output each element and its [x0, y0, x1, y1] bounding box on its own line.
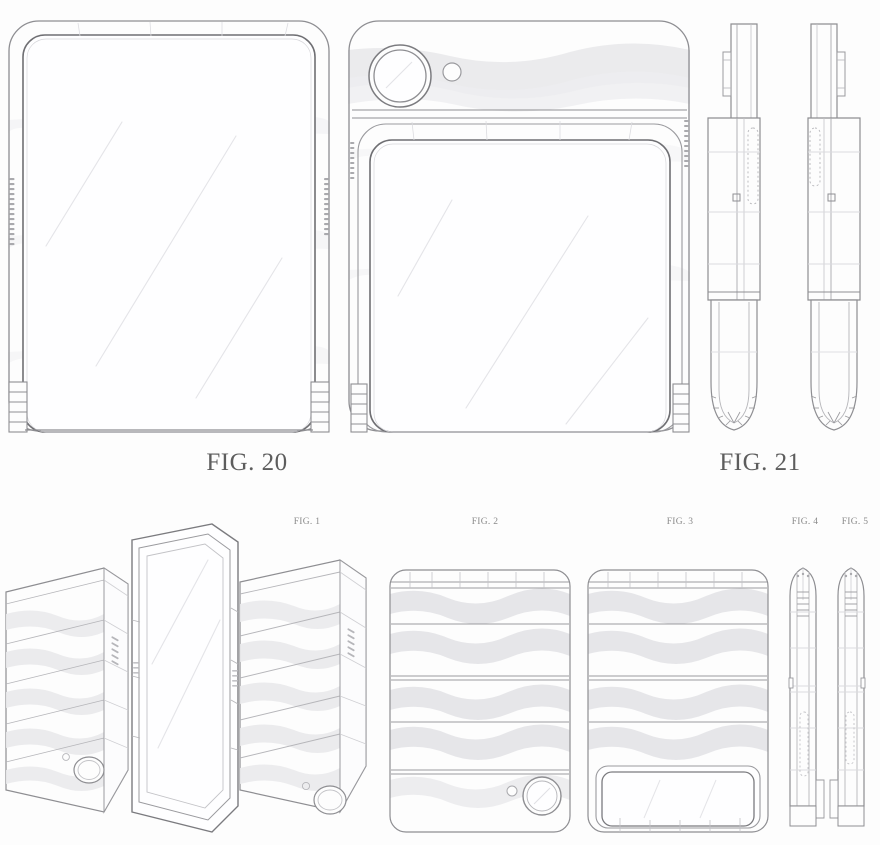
fig2-band-seams: [391, 581, 569, 775]
fig21-band-seam: [352, 109, 687, 119]
fig20-right-edge-grille-icon: [324, 178, 329, 236]
fig21-label: FIG. 21: [719, 449, 800, 476]
figure-fig-3: FIG. 3: [587, 517, 769, 833]
figure-fig-4: FIG. 4: [788, 517, 825, 827]
fig2-camera-lens-icon: [522, 776, 562, 816]
fig21-inner-display-bezel: [373, 143, 667, 433]
figure-fig-20: FIG. 20: [8, 20, 330, 476]
fig3-label: FIG. 3: [667, 517, 694, 527]
fig1-left-body-grille-icon: [111, 636, 119, 666]
fig2-label: FIG. 2: [472, 517, 499, 527]
fig21-hinge-facets: [710, 395, 758, 426]
fig5-body-outline: [837, 567, 865, 807]
fig21-seam-tick-marks: [411, 120, 633, 141]
fig2-top-tick-marks: [409, 572, 545, 588]
fig5-band-seams: [845, 591, 857, 617]
fig20-right-hinge-foot: [310, 381, 330, 433]
fig21-camera-sensor-dot-icon: [442, 62, 462, 82]
fig21-side-profile-left: [707, 23, 761, 431]
fig4-foot-step: [815, 779, 825, 819]
fig4-grille-icon: [799, 711, 809, 777]
fig1-left-camera-dot-icon: [62, 753, 70, 761]
fig21-profile-left-grille-icon: [747, 127, 759, 205]
fig2-body-outline: [389, 569, 571, 833]
fig21-inner-display-panel: [369, 139, 671, 433]
fig4-body-outline: [789, 567, 817, 807]
fig21-profile-left-button-cutout: [732, 193, 741, 202]
fig5-grille-icon: [845, 711, 855, 765]
fig21-profile-right-grille-icon: [809, 127, 821, 187]
fig20-display-inner-bezel: [26, 38, 312, 433]
figure-fig-2: FIG. 2: [389, 517, 571, 833]
fig3-body-outline: [587, 569, 769, 833]
fig3-bottom-tick-marks: [619, 818, 741, 832]
fig21-left-hinge-foot: [350, 383, 368, 433]
fig21-right-hinge-foot: [672, 383, 690, 433]
fig20-glare-lines: [45, 121, 283, 399]
fig3-top-tick-marks: [607, 572, 743, 588]
figure-fig-1: FIG. 1: [5, 517, 367, 833]
fig21-left-edge-grille-icon: [350, 142, 355, 179]
fig21-right-edge-grille-icon: [684, 120, 689, 167]
fig21-glare-lines: [397, 199, 649, 425]
fig4-top-holes-icon: [796, 572, 810, 578]
fig1-right-camera-dot-icon: [301, 781, 311, 791]
fig1-right-body-grille-icon: [347, 628, 355, 658]
fig1-left-body: [5, 567, 129, 814]
fig3-display-panel: [601, 771, 755, 827]
fig5-button-cutout: [860, 677, 866, 689]
fig5-top-holes-icon: [844, 572, 858, 578]
fig1-center-display-frame: [131, 523, 239, 833]
figure-fig-5: FIG. 5: [829, 517, 869, 827]
fig21-side-profile-right: [807, 23, 861, 431]
fig3-display-glare: [643, 779, 717, 819]
fig2-camera-sensor-dot-icon: [506, 785, 518, 797]
fig3-band-seams: [589, 581, 767, 723]
fig21-camera-lens-icon: [368, 44, 432, 108]
fig20-top-tick-marks: [77, 21, 289, 37]
fig1-label: FIG. 1: [294, 517, 321, 527]
fig5-foot-step: [829, 779, 839, 819]
fig1-right-body: [239, 559, 367, 815]
fig4-label: FIG. 4: [792, 517, 819, 527]
fig20-left-hinge-foot: [8, 381, 28, 433]
fig20-display-panel: [22, 34, 316, 433]
fig4-button-cutout: [788, 677, 794, 689]
fig1-center-frame-grille-icon: [133, 662, 238, 687]
figure-fig-21: FIG. 21: [348, 20, 861, 476]
fig20-speaker-grille-icon: [9, 178, 15, 246]
fig5-label: FIG. 5: [842, 517, 869, 527]
fig21-profile-right-button-cutout: [827, 193, 836, 202]
fig4-band-seams: [797, 591, 809, 617]
fig20-label: FIG. 20: [206, 449, 287, 476]
